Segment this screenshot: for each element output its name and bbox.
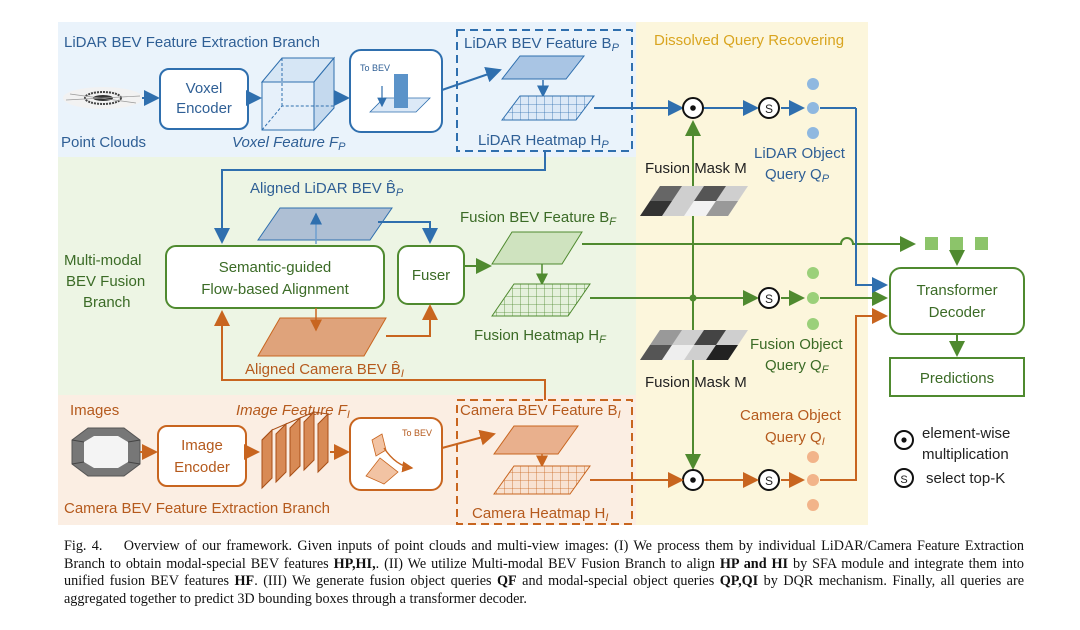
fusion-mask-bottom <box>640 330 748 360</box>
aligned-camera-label: Aligned Camera BEV B̂I <box>245 361 404 380</box>
lidar-bev-feature-plane <box>500 55 586 80</box>
camera-bev-dashed-box <box>456 399 633 525</box>
camera-to-bev-label: To BEV <box>402 428 432 438</box>
legend-mult-label-2: multiplication <box>922 446 1009 463</box>
transformer-decoder-box <box>889 267 1025 335</box>
dqr-panel <box>636 22 868 525</box>
fusion-branch-title-2: BEV Fusion <box>66 273 145 290</box>
camera-query-label-1: Camera Object <box>740 407 842 424</box>
legend-select-icon: S <box>894 468 914 488</box>
lidar-bev-feature-label: LiDAR BEV Feature BP <box>464 35 620 54</box>
fusion-mask-top-label: Fusion Mask M <box>645 160 747 177</box>
caption-prefix: Fig. 4. <box>64 538 103 554</box>
caption-sym-qp-qi: QP,QI <box>719 573 759 589</box>
fuser-label: Fuser <box>412 267 450 284</box>
image-feature-stack <box>261 410 329 490</box>
caption-sym-hp-and-hi: HP and HI <box>719 555 789 572</box>
svg-text:S: S <box>765 102 773 116</box>
lidar-query-dots <box>807 78 819 139</box>
fusion-bev-feature-label: Fusion BEV Feature BF <box>460 209 617 228</box>
mult-op-lidar <box>682 97 704 119</box>
select-op-lidar: S <box>758 97 780 119</box>
caption-sym-hp-hi: HP,HI, <box>333 555 376 572</box>
caption-text-5: and modal-special object queries <box>516 573 720 589</box>
transformer-label-2: Decoder <box>929 304 986 321</box>
aligned-lidar-plane <box>257 207 393 241</box>
select-op-camera: S <box>758 469 780 491</box>
legend-mult-icon <box>894 430 914 450</box>
lidar-query-label-1: LiDAR Object <box>754 145 846 162</box>
point-cloud-image <box>63 87 143 109</box>
svg-text:S: S <box>765 474 773 488</box>
caption-sym-hf: HF <box>234 573 255 589</box>
multiview-images <box>71 427 141 477</box>
fusion-query-dots <box>807 267 819 330</box>
fusion-bev-feature-plane <box>491 231 583 265</box>
sfa-label-1: Semantic-guided <box>219 259 332 276</box>
camera-query-dots <box>807 451 819 511</box>
sfa-label-2: Flow-based Alignment <box>201 281 349 298</box>
predictions-label: Predictions <box>920 370 994 387</box>
sfa-module-box <box>165 245 385 309</box>
image-feature-label: Image Feature FI <box>236 402 350 421</box>
voxel-encoder-label-1: Voxel <box>186 80 223 97</box>
voxel-encoder-box <box>159 68 249 130</box>
lidar-query-label-2: Query QP <box>765 166 830 185</box>
fusion-heatmap-label: Fusion Heatmap HF <box>474 327 607 346</box>
caption-text-6: by DQR mechanism. Finally, all queries a… <box>64 573 1025 607</box>
to-bev-bar-icon <box>369 74 431 113</box>
lidar-branch-title: LiDAR BEV Feature Extraction Branch <box>64 34 320 51</box>
select-op-fusion: S <box>758 287 780 309</box>
svg-text:S: S <box>765 292 773 306</box>
svg-text:S: S <box>900 474 907 486</box>
fusion-branch-title-1: Multi-modal <box>64 252 142 269</box>
camera-to-bev-icon <box>365 433 414 485</box>
fusion-bev-tokens <box>925 237 988 250</box>
caption-text-3: by SFA module and integrate them into un… <box>64 555 1024 590</box>
camera-bev-feature-plane <box>493 425 579 455</box>
fusion-mask-top <box>640 186 748 216</box>
caption-text-1: Overview of our framework. Given inputs … <box>64 538 1024 572</box>
voxel-feature-label: Voxel Feature FP <box>232 134 346 153</box>
lidar-heatmap-label: LiDAR Heatmap HP <box>478 132 609 151</box>
fusion-mask-bottom-label: Fusion Mask M <box>645 374 747 391</box>
transformer-label-1: Transformer <box>916 282 997 299</box>
fusion-query-label-1: Fusion Object <box>750 336 843 353</box>
camera-bev-feature-label: Camera BEV Feature BI <box>460 402 621 421</box>
voxel-encoder-label-2: Encoder <box>176 100 232 117</box>
fusion-heatmap-plane <box>491 283 591 317</box>
voxel-cube <box>260 56 336 132</box>
camera-query-label-2: Query QI <box>765 429 825 448</box>
lidar-heatmap-plane <box>501 95 595 121</box>
image-encoder-label-2: Encoder <box>174 459 230 476</box>
caption-sym-qf: QF <box>497 573 517 589</box>
legend-select-label: select top-K <box>926 470 1005 487</box>
caption-text-2: . (II) We utilize Multi-modal BEV Fusion… <box>375 555 720 572</box>
predictions-box <box>889 357 1025 397</box>
point-clouds-label: Point Clouds <box>61 134 146 151</box>
camera-heatmap-plane <box>493 465 591 495</box>
legend-mult-label-1: element-wise <box>922 425 1010 442</box>
camera-branch-title: Camera BEV Feature Extraction Branch <box>64 500 330 517</box>
lidar-to-bev-label: To BEV <box>360 63 390 73</box>
fusion-branch-title-3: Branch <box>83 294 131 311</box>
image-encoder-box <box>157 425 247 487</box>
fusion-query-label-2: Query QF <box>765 357 830 376</box>
camera-heatmap-label: Camera Heatmap HI <box>472 505 608 524</box>
image-encoder-label-1: Image <box>181 437 223 454</box>
aligned-lidar-label: Aligned LiDAR BEV B̂P <box>250 180 404 199</box>
images-label: Images <box>70 402 119 419</box>
figure-caption: Fig. 4. Overview of our framework. Given… <box>64 538 1024 608</box>
mult-op-camera <box>682 469 704 491</box>
caption-text-4: . (III) We generate fusion object querie… <box>254 573 498 589</box>
aligned-camera-plane <box>257 317 387 357</box>
dqr-title: Dissolved Query Recovering <box>654 32 844 49</box>
